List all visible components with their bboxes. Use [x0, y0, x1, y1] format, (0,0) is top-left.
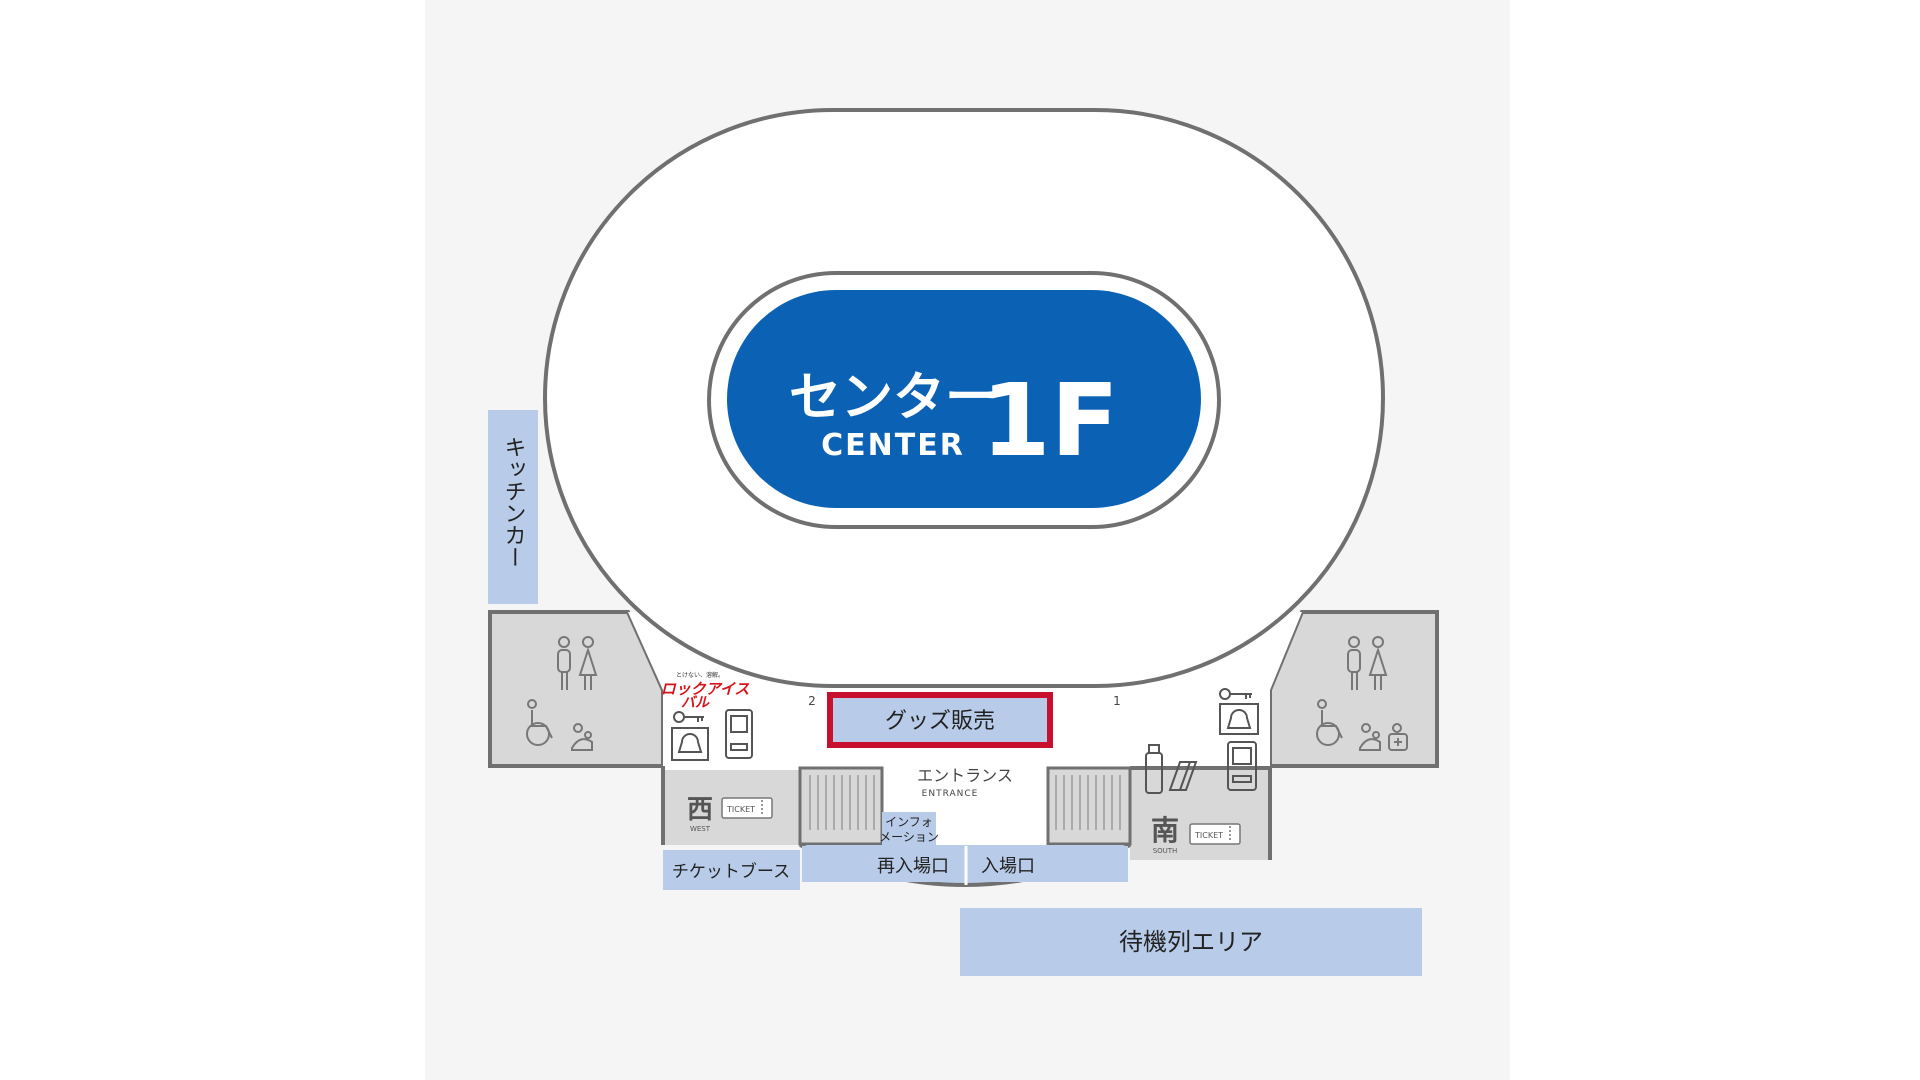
kitchen-car-area[interactable] [488, 410, 538, 604]
entry-label: 入場口 [981, 856, 1035, 877]
rock-ice-line2: バル [681, 695, 710, 711]
entrance-label-ja: エントランス [917, 766, 1013, 785]
west-vending-machine-icon [725, 709, 753, 759]
ticket-booth-label: チケットブース [672, 861, 790, 882]
west-ticket-icon: TICKET [721, 797, 773, 819]
south-ticket-booth-block [1130, 770, 1270, 860]
first-aid-icon [1388, 723, 1408, 751]
book-icon [1168, 761, 1198, 791]
south-en: SOUTH [1153, 847, 1178, 855]
gate-right-number: 1 [1113, 694, 1121, 708]
right-gate-bars [1055, 775, 1121, 830]
ticket-booth-area[interactable] [663, 850, 800, 890]
south-vending-machine-icon [1227, 741, 1257, 791]
south-ticket-label: TICKET [1194, 831, 1223, 840]
floor-label: 1F [981, 362, 1119, 479]
gate-left-number: 2 [808, 694, 816, 708]
rock-ice-bar-logo: とけない、溶解。 ロックアイス バル [661, 671, 750, 711]
west-nursing-room-icon [571, 723, 593, 751]
rock-ice-line1: ロックアイス [661, 680, 750, 698]
west-ticket-label: TICKET [726, 805, 755, 814]
center-title-en: CENTER [821, 428, 965, 463]
information-label-line2: メーション [879, 830, 939, 844]
information-label-line1: インフォ [885, 815, 933, 829]
south-ticket-icon: TICKET [1189, 823, 1241, 845]
south-restroom-icon [1347, 636, 1388, 690]
drink-bottle-icon [1145, 744, 1163, 794]
waiting-area-label: 待機列エリア [1119, 928, 1263, 956]
west-en: WEST [690, 825, 711, 833]
south-locker-icon [1219, 688, 1259, 735]
west-locker-icon [671, 711, 709, 761]
west-wheelchair-icon [526, 699, 553, 746]
west-kanji: 西 [687, 795, 713, 825]
reentry-label: 再入場口 [877, 856, 949, 877]
south-wheelchair-icon [1316, 699, 1343, 746]
south-nursing-room-icon [1359, 723, 1381, 751]
waiting-area[interactable] [960, 908, 1422, 976]
center-title-ja: センター [789, 368, 997, 428]
entrance-label-en: ENTRANCE [922, 789, 979, 799]
goods-sales-label: グッズ販売 [885, 709, 995, 734]
information-desk[interactable] [882, 812, 936, 846]
rock-ice-tagline: とけない、溶解。 [676, 671, 724, 679]
south-facility-block [1268, 610, 1439, 768]
goods-sales-booth[interactable] [827, 692, 1053, 748]
left-gate-bars [809, 775, 875, 830]
west-restroom-icon [557, 636, 598, 690]
center-stage[interactable] [727, 290, 1201, 508]
kitchen-car-label: キッチンカー [501, 436, 526, 568]
south-kanji: 南 [1151, 814, 1179, 847]
